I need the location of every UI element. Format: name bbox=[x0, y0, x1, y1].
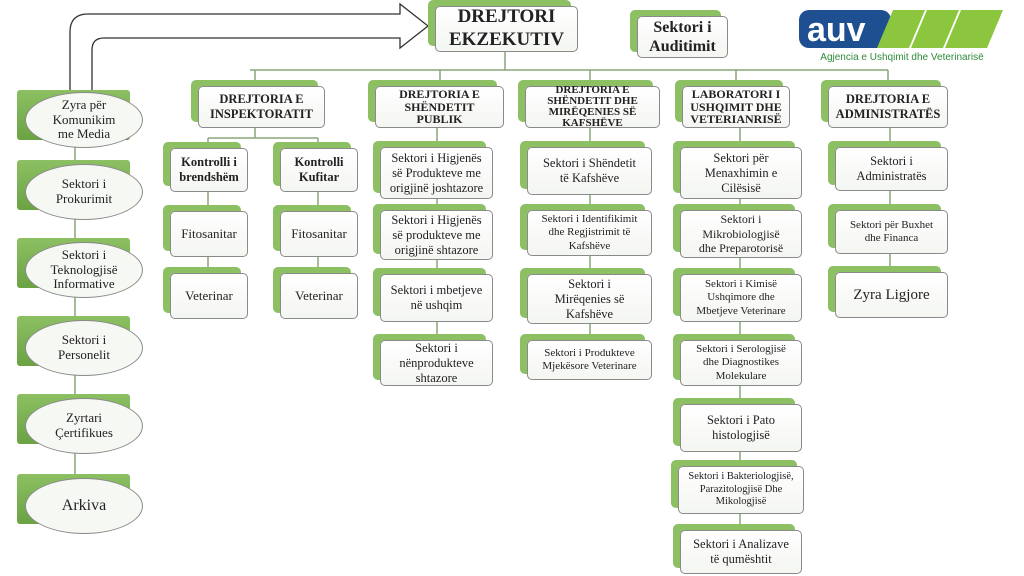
sector: Sektori i Pato histologjisë bbox=[680, 404, 802, 452]
directorate-laboratori: LABORATORI I USHQIMIT DHE VETERIANRISË bbox=[682, 86, 790, 128]
unit-fitosanitar: Fitosanitar bbox=[170, 211, 248, 257]
unit-veterinar: Veterinar bbox=[170, 273, 248, 319]
group-kontrolli-brendshem: Kontrolli i brendshëm bbox=[170, 148, 248, 192]
sector: Sektori i Shëndetit të Kafshëve bbox=[527, 147, 652, 195]
sector: Sektori i Serologjisë dhe Diagnostikes M… bbox=[680, 340, 802, 386]
left-unit: Sektori i Personelit bbox=[25, 320, 143, 376]
sector: Sektori për Menaxhimin e Cilësisë bbox=[680, 147, 802, 199]
left-unit: Sektori i Prokurimit bbox=[25, 164, 143, 220]
sector: Sektori i mbetjeve në ushqim bbox=[380, 274, 493, 322]
left-unit: Arkiva bbox=[25, 478, 143, 534]
logo-subtitle: Agjencia e Ushqimit dhe Veterinarisë bbox=[820, 52, 984, 63]
directorate-inspektoratit: DREJTORIA E INSPEKTORATIT bbox=[198, 86, 325, 128]
auv-logo: auv Agjencia e Ushqimit dhe Veterinarisë bbox=[797, 8, 1007, 64]
sector: Zyra Ligjore bbox=[835, 272, 948, 318]
unit-veterinar: Veterinar bbox=[280, 273, 358, 319]
sector: Sektori i Identifikimit dhe Regjistrimit… bbox=[527, 210, 652, 256]
directorate-kafsheve: DREJTORIA E SHËNDETIT DHE MIRËQENIES SË … bbox=[525, 85, 660, 129]
left-unit: Zyrtari Çertifikues bbox=[25, 398, 143, 454]
group-kontrolli-kufitar: Kontrolli Kufitar bbox=[280, 148, 358, 192]
unit-fitosanitar: Fitosanitar bbox=[280, 211, 358, 257]
left-unit: Sektori i Teknologjisë Informative bbox=[25, 242, 143, 298]
directorate-shendetit-publik: DREJTORIA E SHËNDETIT PUBLIK bbox=[375, 86, 504, 128]
left-unit: Zyra për Komunikim me Media bbox=[25, 92, 143, 148]
sector: Sektori i Administratës bbox=[835, 147, 948, 191]
sector: Sektori i Mikrobiologjisë dhe Preparotor… bbox=[680, 210, 802, 258]
sector: Sektori i nënprodukteve shtazore bbox=[380, 340, 493, 386]
sector: Sektori i Higjenës së Produkteve me orig… bbox=[380, 147, 493, 199]
logo-mark: auv bbox=[807, 11, 866, 49]
sector: Sektori i Produkteve Mjekësore Veterinar… bbox=[527, 340, 652, 380]
sector: Sektori i Bakteriologjisë, Parazitologji… bbox=[678, 466, 804, 514]
sector: Sektori i Higjenës së produkteve me orig… bbox=[380, 210, 493, 260]
arrow-icon bbox=[69, 2, 430, 93]
audit-sector: Sektori i Auditimit bbox=[637, 16, 728, 58]
sector: Sektori i Kimisë Ushqimore dhe Mbetjeve … bbox=[680, 274, 802, 322]
sector: Sektori për Buxhet dhe Financa bbox=[835, 210, 948, 254]
executive-director: DREJTORI EKZEKUTIV bbox=[435, 6, 578, 52]
directorate-administrates: DREJTORIA E ADMINISTRATËS bbox=[828, 86, 948, 128]
sector: Sektori i Mirëqenies së Kafshëve bbox=[527, 274, 652, 324]
sector: Sektori i Analizave të qumështit bbox=[680, 530, 802, 574]
